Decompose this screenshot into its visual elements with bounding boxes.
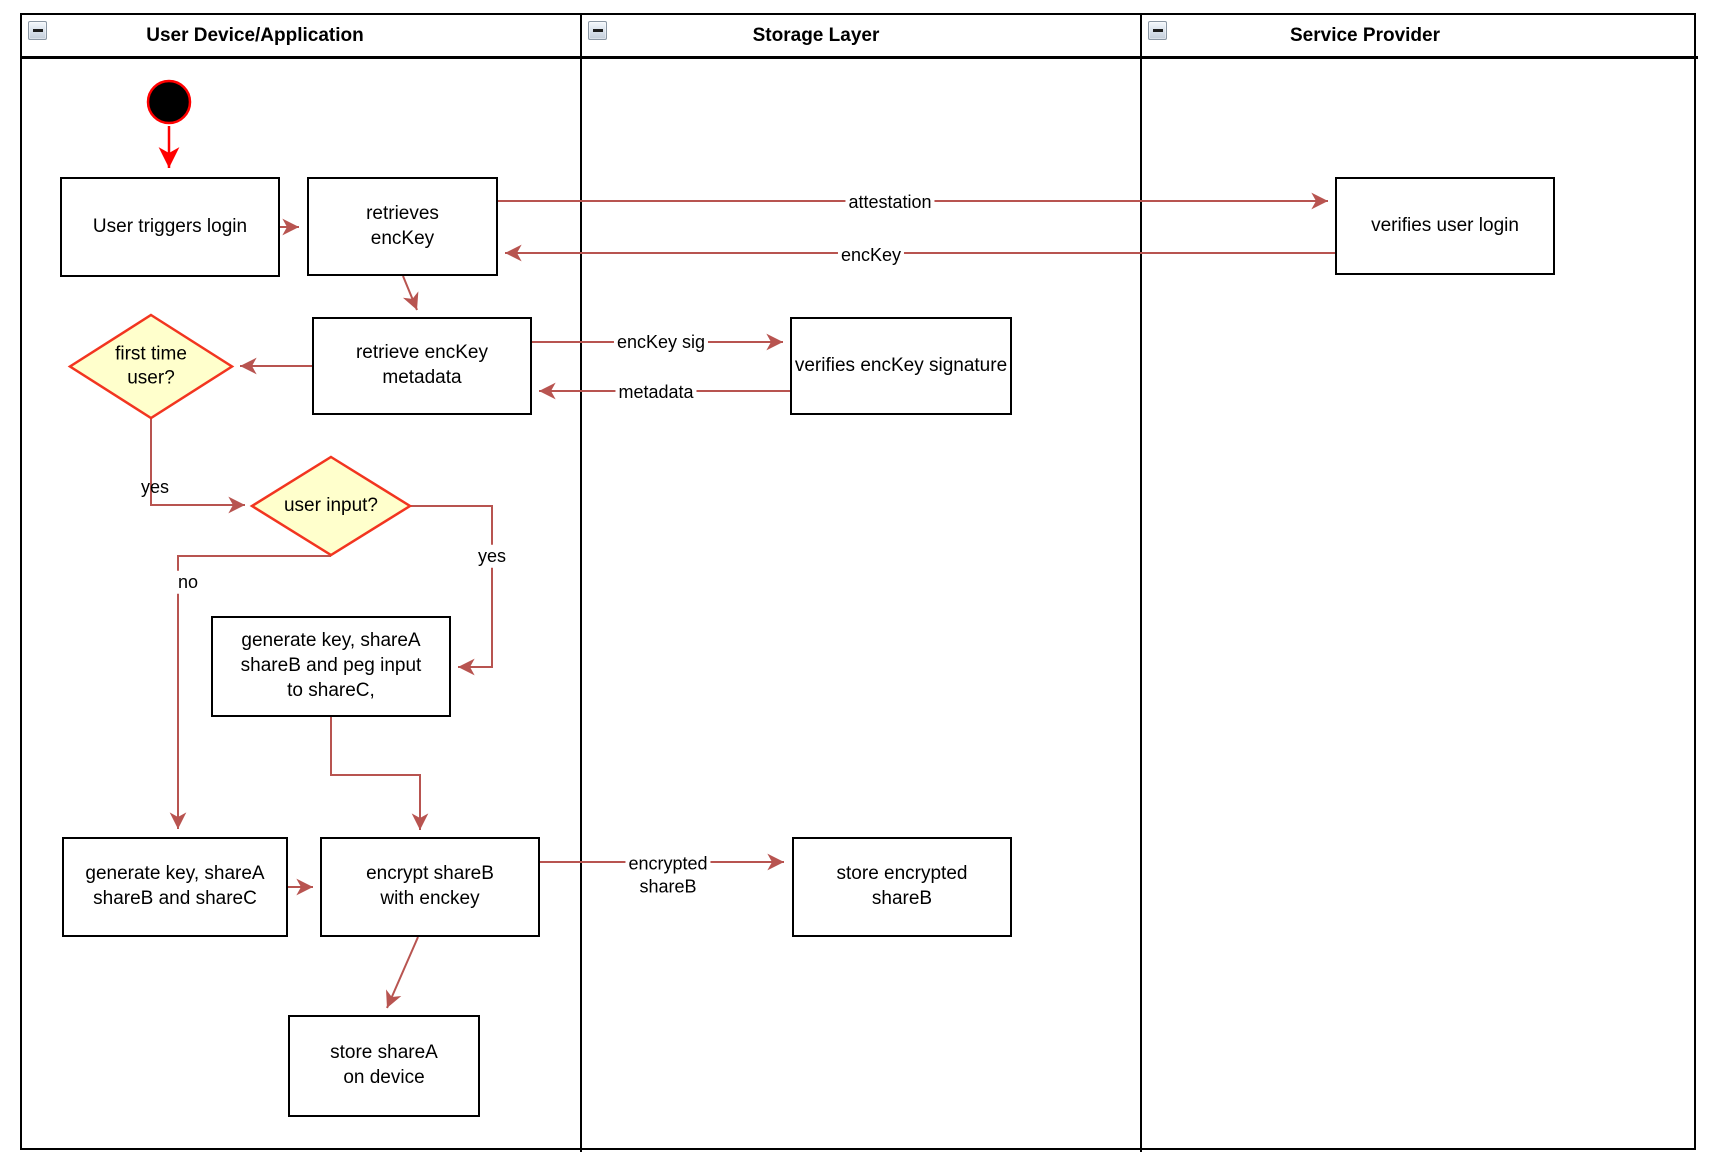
decision-label-first-time-user: first time user?: [115, 343, 187, 388]
decision-first-time-user[interactable]: [67, 313, 235, 420]
edge-label-attestation: attestation: [845, 190, 935, 214]
minus-icon: [592, 29, 603, 32]
start-node[interactable]: [146, 79, 192, 125]
edge-label-yes-user-input: yes: [474, 544, 510, 568]
edge-label-metadata: metadata: [615, 380, 697, 404]
edge-label-encrypted-shareb: encrypted shareB: [625, 852, 711, 898]
edge-firsttime-yes: [150, 418, 245, 514]
lane-divider-2: [1140, 13, 1142, 1152]
lane-title-storage-layer: Storage Layer: [752, 25, 880, 46]
minus-icon: [32, 29, 43, 32]
minus-icon: [1152, 29, 1163, 32]
header-separator: [20, 56, 1698, 59]
edge-peg-to-encrypt: [330, 717, 429, 830]
collapse-button-service-provider[interactable]: [1148, 21, 1167, 40]
node-store-encrypted-shareb[interactable]: store encrypted shareB: [792, 837, 1012, 937]
edge-label-enckey-sig: encKey sig: [613, 330, 709, 354]
edge-label-enckey: encKey: [837, 243, 905, 267]
edge-userinput-no: [169, 555, 331, 829]
node-encrypt-shareb[interactable]: encrypt shareB with enckey: [320, 837, 540, 937]
lane-title-service-provider: Service Provider: [1290, 25, 1440, 46]
node-generate-key-peg[interactable]: generate key, shareA shareB and peg inpu…: [211, 616, 451, 717]
node-verifies-user-login[interactable]: verifies user login: [1335, 177, 1555, 275]
edge-userinput-yes: [410, 505, 493, 676]
lane-title-user-device: User Device/Application: [146, 25, 364, 46]
edge-encrypt-to-store: [386, 936, 419, 1009]
edge-label-no-user-input: no: [174, 570, 202, 594]
collapse-button-user-device[interactable]: [28, 21, 47, 40]
node-verifies-enckey-signature[interactable]: verifies encKey signature: [790, 317, 1012, 415]
decision-user-input[interactable]: [249, 455, 413, 557]
decision-label-user-input: user input?: [283, 495, 379, 517]
edge-label-yes-first-time: yes: [140, 476, 170, 497]
node-generate-key-sharec[interactable]: generate key, shareA shareB and shareC: [62, 837, 288, 937]
lane-divider-1: [580, 13, 582, 1152]
edge-retrieves-to-metadata: [402, 275, 419, 311]
node-retrieve-enckey-metadata[interactable]: retrieve encKey metadata: [312, 317, 532, 415]
node-user-triggers-login[interactable]: User triggers login: [60, 177, 280, 277]
node-store-sharea[interactable]: store shareA on device: [288, 1015, 480, 1117]
node-retrieves-enckey[interactable]: retrieves encKey: [307, 177, 498, 276]
collapse-button-storage-layer[interactable]: [588, 21, 607, 40]
